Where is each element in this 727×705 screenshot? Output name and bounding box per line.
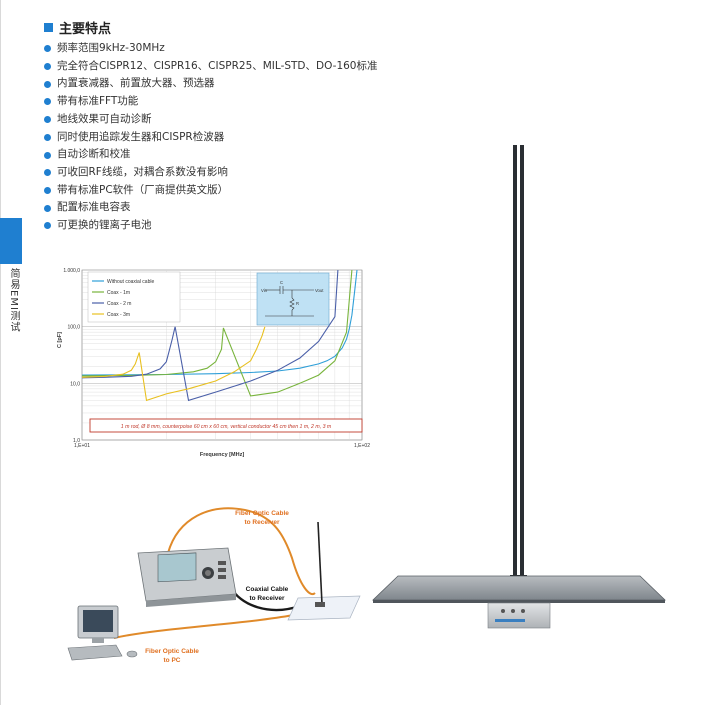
bullet-dot-icon <box>44 45 51 53</box>
mini-antenna-rod <box>317 521 323 605</box>
chart-ticks: 1.000,0 100,0 10,0 1,01,E+01 1,E+02 <box>63 268 370 449</box>
x-axis-label: Frequency [MHz] <box>200 452 244 458</box>
feature-text: 可收回RF线缆，对耦合系数没有影响 <box>57 165 228 178</box>
feature-text: 完全符合CISPR12、CISPR16、CISPR25、MIL-STD、DO-1… <box>57 59 378 72</box>
series-line-4 <box>82 326 266 402</box>
series-line-3 <box>82 270 339 402</box>
feature-item: 可更换的锂离子电池 <box>44 217 378 235</box>
y-tick-label: 1.000,0 <box>63 268 80 274</box>
feature-text: 地线效果可自动诊断 <box>57 112 152 125</box>
feature-item: 完全符合CISPR12、CISPR16、CISPR25、MIL-STD、DO-1… <box>44 58 378 76</box>
feature-text: 内置衰减器、前置放大器、预选器 <box>57 77 215 90</box>
feature-text: 自动诊断和校准 <box>57 148 131 161</box>
inset-c: C <box>280 280 283 285</box>
bullet-dot-icon <box>44 116 51 124</box>
receiver-unit <box>487 602 551 629</box>
bullet-dot-icon <box>44 151 51 159</box>
bullet-dot-icon <box>44 133 51 141</box>
legend-label: Coax - 1m <box>107 290 130 296</box>
capacitance-chart: 1.000,0 100,0 10,0 1,01,E+01 1,E+02 C [pF] F… <box>57 268 370 458</box>
left-margin-rule <box>0 0 1 705</box>
feature-item: 可收回RF线缆，对耦合系数没有影响 <box>44 164 378 182</box>
ground-plane <box>372 575 666 601</box>
legend-label: Without coaxial cable <box>107 279 154 285</box>
series-line-2 <box>82 270 353 397</box>
bullet-dot-icon <box>44 186 51 194</box>
x-tick-label: 1,E+01 <box>74 443 90 449</box>
chart-annotation: 1 m rod, Ø 8 mm, counterpoise 60 cm x 60… <box>121 424 332 430</box>
inset-vout: Vout <box>315 288 324 293</box>
chart-annotation-box: 1 m rod, Ø 8 mm, counterpoise 60 cm x 60… <box>89 418 363 433</box>
antenna-product-photo <box>372 145 666 629</box>
feature-text: 频率范围9kHz-30MHz <box>57 42 165 54</box>
inset-vin: Vin <box>261 288 268 293</box>
y-axis-label: C [pF] <box>57 332 63 348</box>
features-list: 频率范围9kHz-30MHz 完全符合CISPR12、CISPR16、CISPR2… <box>44 40 378 235</box>
y-tick-label: 100,0 <box>67 325 80 331</box>
feature-item: 自动诊断和校准 <box>44 146 378 164</box>
y-tick-label: 1,0 <box>73 438 80 444</box>
feature-item: 频率范围9kHz-30MHz <box>44 40 378 58</box>
section-side-label: 简易EMI测试 <box>8 268 19 333</box>
bullet-dot-icon <box>44 80 51 88</box>
feature-text: 带有标准FFT功能 <box>57 95 139 108</box>
inset-r: R <box>296 301 299 306</box>
feature-text: 带有标准PC软件（厂商提供英文版） <box>57 183 229 196</box>
y-tick-label: 10,0 <box>70 381 80 387</box>
fiber-cable-pc <box>113 609 309 639</box>
bullet-dot-icon <box>44 63 51 71</box>
feature-item: 同时使用追踪发生器和CISPR检波器 <box>44 129 378 147</box>
feature-text: 可更换的锂离子电池 <box>57 219 152 232</box>
feature-item: 带有标准FFT功能 <box>44 93 378 111</box>
pc-computer <box>67 605 138 661</box>
feature-item: 内置衰减器、前置放大器、预选器 <box>44 75 378 93</box>
antenna-rod-left <box>513 145 517 585</box>
features-title: 主要特点 <box>59 22 112 37</box>
antenna-rod-right <box>520 145 524 585</box>
feature-item: 带有标准PC软件（厂商提供英文版） <box>44 182 378 200</box>
bullet-dot-icon <box>44 169 51 177</box>
feature-item: 地线效果可自动诊断 <box>44 111 378 129</box>
x-tick-label: 1,E+02 <box>354 443 370 449</box>
spectrum-analyzer <box>137 547 237 607</box>
feature-text: 配置标准电容表 <box>57 201 131 214</box>
heading-square-icon <box>44 23 53 32</box>
bullet-dot-icon <box>44 204 51 212</box>
legend-label: Coax - 3m <box>107 312 130 318</box>
series-line-1 <box>82 270 358 376</box>
features-heading: 主要特点 <box>44 18 111 37</box>
chart-series <box>82 270 358 402</box>
fiber-cable-receiver <box>167 507 316 596</box>
feature-text: 同时使用追踪发生器和CISPR检波器 <box>57 130 225 143</box>
legend-label: Coax - 2 m <box>107 301 131 307</box>
bullet-dot-icon <box>44 222 51 230</box>
feature-item: 配置标准电容表 <box>44 199 378 217</box>
bullet-dot-icon <box>44 98 51 106</box>
section-side-tab <box>0 218 22 264</box>
circuit-inset: Vin Vout C R <box>256 272 330 326</box>
mini-ground-plate <box>287 595 361 621</box>
